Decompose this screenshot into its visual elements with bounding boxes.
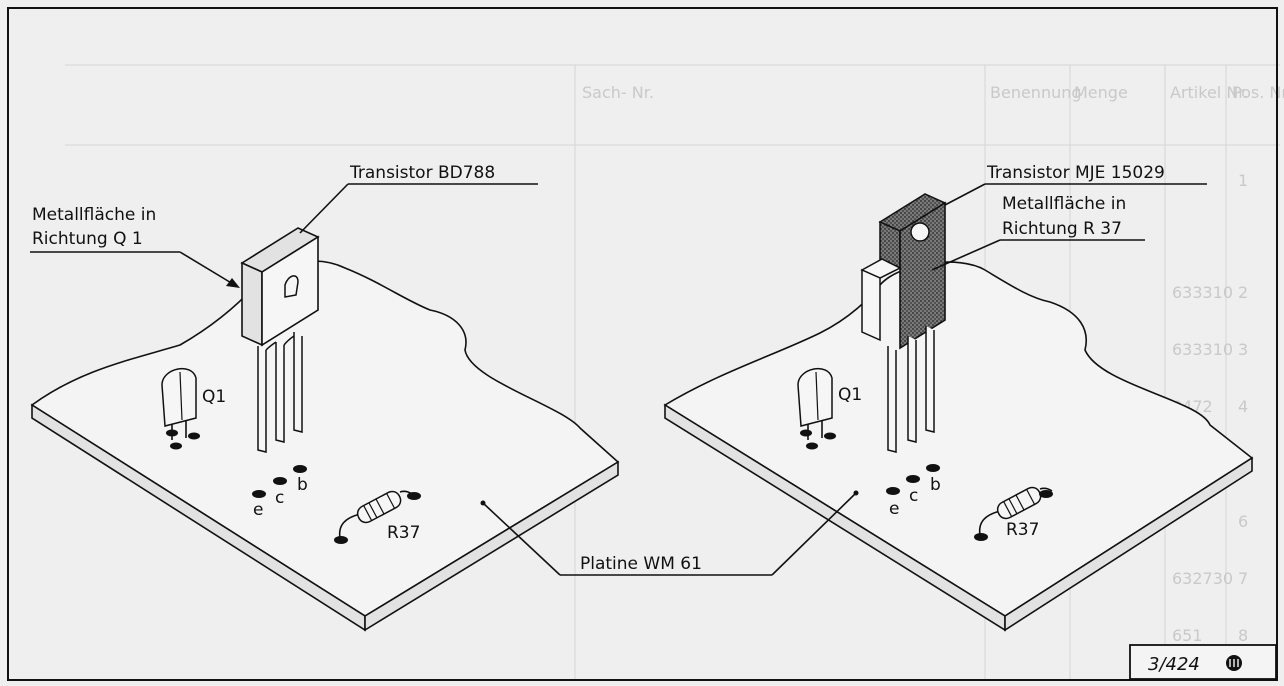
logo-icon	[1226, 655, 1242, 671]
right-board-top	[663, 261, 1254, 617]
right-transistor-leads	[887, 326, 935, 453]
right-transistor-mje15029	[860, 193, 947, 453]
left-r37-resistor: R37	[334, 490, 421, 544]
right-pin-b-label: b	[930, 475, 941, 495]
board-callout: Platine WM 61	[480, 490, 859, 576]
right-mounting-hole-icon	[910, 222, 930, 242]
ghost-row-1-pos: 1	[1238, 171, 1248, 190]
ghost-row-2-art: 633310	[1172, 283, 1233, 302]
left-pin-c-label: c	[275, 488, 284, 508]
right-r37-resistor: R37	[974, 486, 1053, 541]
ghost-header-benennung: Benennung	[990, 83, 1082, 102]
ghost-row-3-art: 633310	[1172, 340, 1233, 359]
right-transistor-label: Transistor MJE 15029	[986, 163, 1165, 183]
left-transistor-bd788	[240, 227, 320, 453]
right-q1-component: Q1	[797, 367, 862, 450]
right-assembly: Q1 e c b R37	[663, 163, 1254, 632]
ghost-header-artikel: Artikel Nr.	[1170, 83, 1248, 102]
right-metal-note-line2: Richtung R 37	[1002, 219, 1122, 239]
left-pin-b-label: b	[297, 475, 308, 495]
left-pin-holes: e c b	[252, 465, 308, 520]
right-r37-label: R37	[1006, 520, 1039, 540]
page-number: 3/424	[1148, 654, 1200, 675]
left-assembly: Q1 e c b R37	[30, 163, 620, 632]
ghost-header-menge: Menge	[1074, 83, 1128, 102]
right-metal-note-line1: Metallfläche in	[1002, 194, 1126, 214]
ghost-header-sach: Sach- Nr.	[582, 83, 654, 102]
right-q1-label: Q1	[838, 385, 862, 405]
ghost-row-7-art: 632730	[1172, 569, 1233, 588]
left-mounting-hole-icon	[284, 275, 299, 298]
ghost-row-3-pos: 3	[1238, 340, 1248, 359]
ghost-row-4-pos: 4	[1238, 397, 1248, 416]
ghost-row-2-pos: 2	[1238, 283, 1248, 302]
right-pin-c-label: c	[909, 486, 918, 506]
right-board-edge-right	[1004, 456, 1253, 632]
left-q1-label: Q1	[202, 387, 226, 407]
page-number-box: 3/424	[1129, 644, 1277, 680]
ghost-row-8-pos: 8	[1238, 626, 1248, 645]
left-transistor-label: Transistor BD788	[349, 163, 495, 183]
left-transistor-leads	[257, 332, 303, 453]
left-pin-e-label: e	[253, 500, 263, 520]
ghost-row-7-pos: 7	[1238, 569, 1248, 588]
left-board-edge-right	[364, 460, 619, 632]
right-pin-e-label: e	[889, 499, 899, 519]
right-pin-holes: e c b	[886, 464, 941, 519]
board-label: Platine WM 61	[580, 554, 702, 574]
left-board-top	[30, 260, 620, 617]
ghost-row-6-pos: 6	[1238, 512, 1248, 531]
ghost-row-8-art: 651	[1172, 626, 1203, 645]
ghost-header-pos: Pos. Nr.	[1232, 83, 1284, 102]
left-q1-component: Q1	[161, 367, 226, 450]
drawing-frame	[7, 7, 1278, 681]
left-metal-note-line2: Richtung Q 1	[32, 229, 143, 249]
left-metal-note-line1: Metallfläche in	[32, 205, 156, 225]
left-r37-label: R37	[387, 523, 420, 543]
